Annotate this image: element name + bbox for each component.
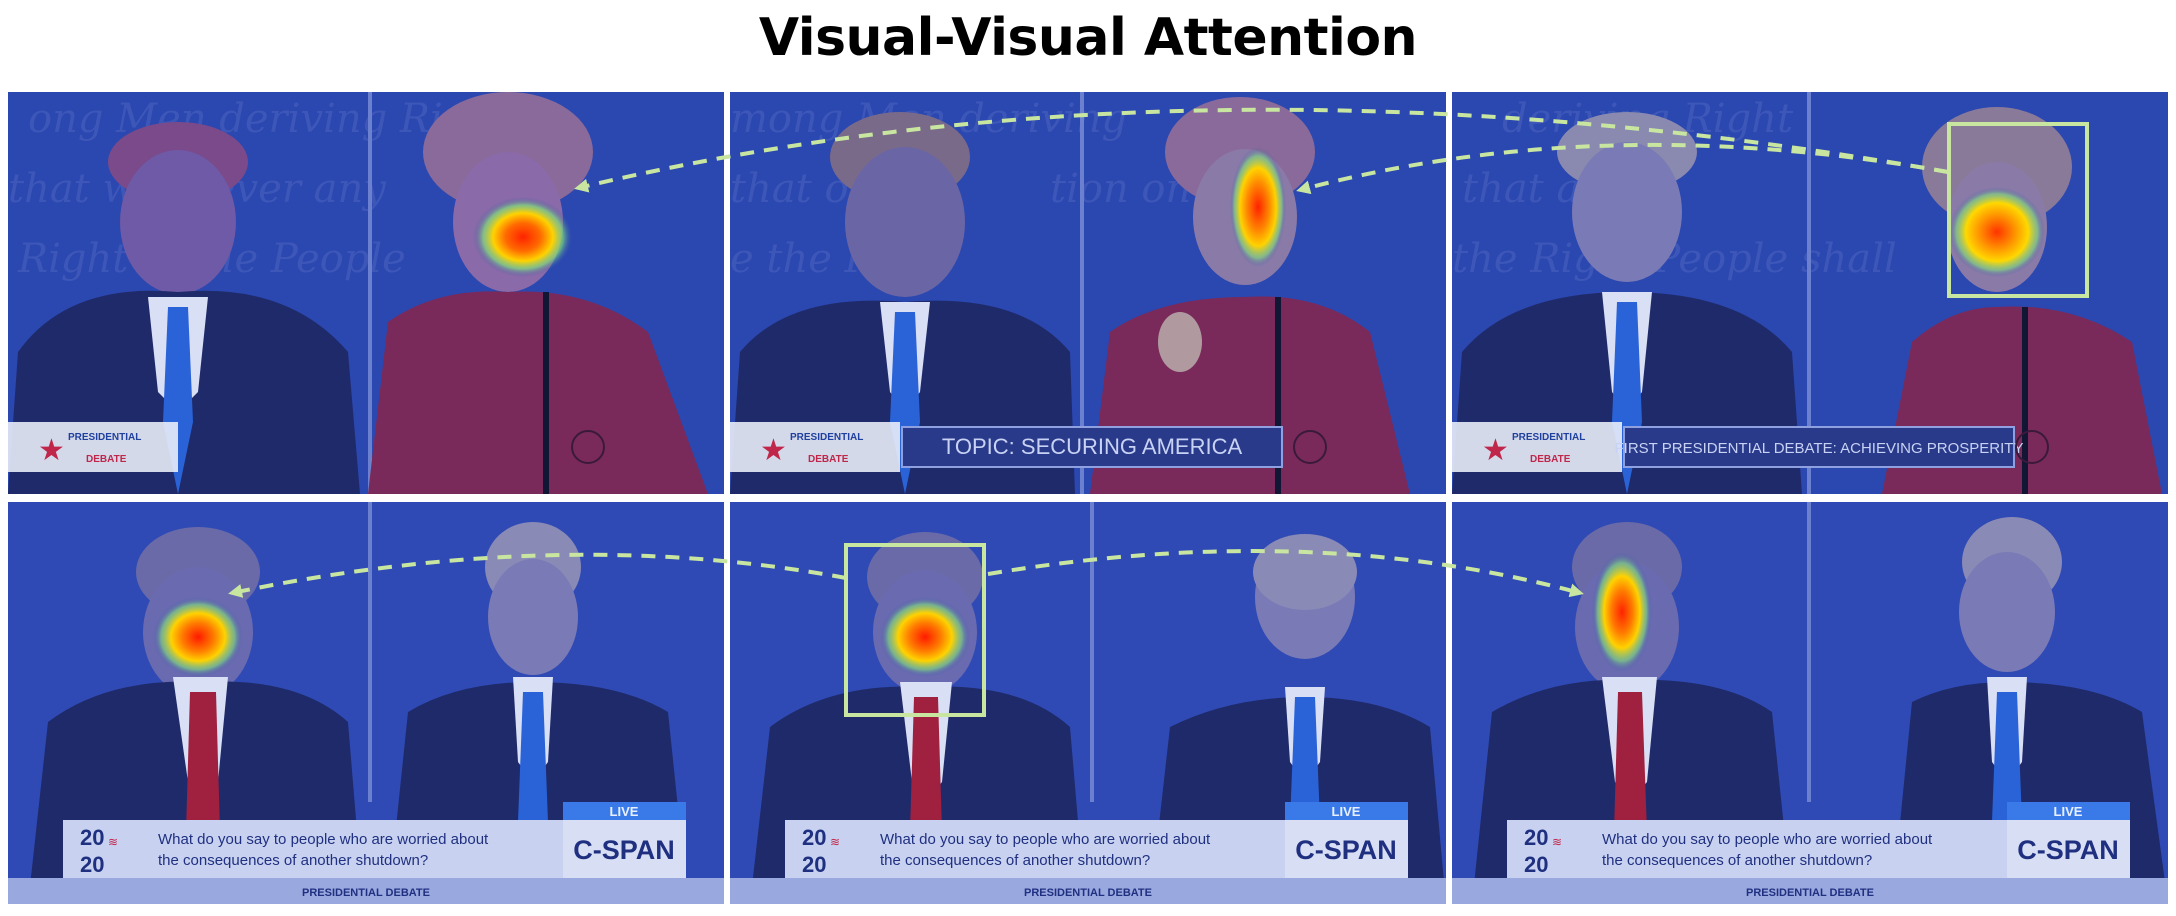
question-line-2: the consequences of another shutdown? <box>880 852 1150 869</box>
logo-line-1: PRESIDENTIAL <box>790 432 863 443</box>
question-line-2: the consequences of another shutdown? <box>158 852 428 869</box>
question-line-1: What do you say to people who are worrie… <box>158 831 489 848</box>
frame-bottom-3: 20 20 ≋ What do you say to people who ar… <box>1452 502 2168 904</box>
figure-title: Visual-Visual Attention <box>758 8 1418 68</box>
year-bottom: 20 <box>1524 852 1548 877</box>
live-label: LIVE <box>1332 804 1361 819</box>
svg-text:≋: ≋ <box>830 835 840 849</box>
question-line-1: What do you say to people who are worrie… <box>1602 831 1933 848</box>
year-top: 20 <box>1524 825 1548 850</box>
logo-line-2: DEBATE <box>808 454 849 465</box>
year-top: 20 <box>80 825 104 850</box>
svg-text:≋: ≋ <box>1552 835 1562 849</box>
logo-line-2: DEBATE <box>86 454 127 465</box>
logo-line-1: PRESIDENTIAL <box>68 432 141 443</box>
footer-label: PRESIDENTIAL DEBATE <box>1746 887 1874 899</box>
svg-text:tion on: tion on <box>1050 166 1191 212</box>
network-logo: C-SPAN <box>1295 835 1397 865</box>
logo-line-1: PRESIDENTIAL <box>1512 432 1585 443</box>
frame-bottom-1: 20 20 ≋ What do you say to people who ar… <box>8 502 724 904</box>
footer-label: PRESIDENTIAL DEBATE <box>1024 887 1152 899</box>
svg-text:≋: ≋ <box>108 835 118 849</box>
focus-box-top <box>1947 122 2089 298</box>
year-bottom: 20 <box>802 852 826 877</box>
live-label: LIVE <box>610 804 639 819</box>
year-top: 20 <box>802 825 826 850</box>
network-logo: C-SPAN <box>573 835 675 865</box>
svg-text:★: ★ <box>38 434 65 467</box>
live-label: LIVE <box>2054 804 2083 819</box>
footer-label: PRESIDENTIAL DEBATE <box>302 887 430 899</box>
topic-banner: FIRST PRESIDENTIAL DEBATE: ACHIEVING PRO… <box>1615 440 2024 457</box>
frame-top-1: ong Men deriving Right that whenever any… <box>8 92 724 494</box>
year-bottom: 20 <box>80 852 104 877</box>
svg-text:★: ★ <box>1482 434 1509 467</box>
network-logo: C-SPAN <box>2017 835 2119 865</box>
logo-line-2: DEBATE <box>1530 454 1571 465</box>
svg-text:★: ★ <box>760 434 787 467</box>
question-line-1: What do you say to people who are worrie… <box>880 831 1211 848</box>
frame-top-3: deriving Right that any the Right People… <box>1452 92 2168 494</box>
topic-banner: TOPIC: SECURING AMERICA <box>942 434 1243 459</box>
frame-bottom-2: 20 20 ≋ What do you say to people who ar… <box>730 502 1446 904</box>
question-line-2: the consequences of another shutdown? <box>1602 852 1872 869</box>
frame-top-2: mong Men deriving that or tion on e the … <box>730 92 1446 494</box>
focus-box-bottom <box>844 543 986 717</box>
